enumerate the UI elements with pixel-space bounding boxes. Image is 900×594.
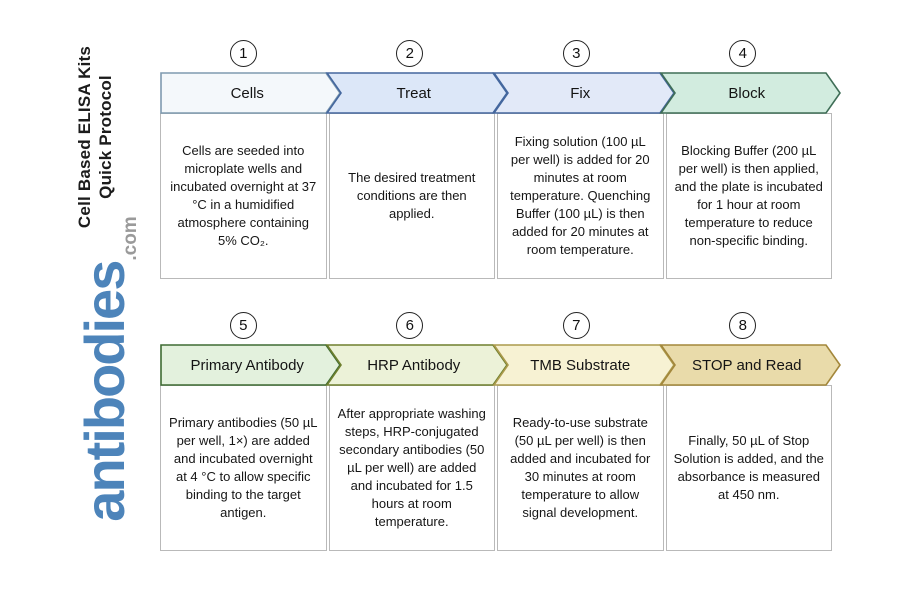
step-number-cell: 8 [660,312,827,340]
step-8-label: STOP and Read [691,356,802,374]
step-number-cell: 3 [493,40,660,68]
step-5-description: Primary antibodies (50 µL per well, 1×) … [160,385,327,551]
step-2-number-circle: 2 [396,40,424,67]
step-5-number-circle: 5 [229,312,257,339]
step-1-label: Cells [230,84,264,102]
step-4-number-circle: 4 [729,40,757,67]
step-4-label: Block [728,84,766,102]
step-6-description: After appropriate washing steps, HRP-con… [328,385,495,551]
step-number-cell: 1 [160,40,327,68]
arrow-band-1: Cells Treat Fix Block [160,72,842,114]
step-1-description: Cells are seeded into microplate wells a… [160,113,327,279]
step-2-description: The desired treatment conditions are the… [328,113,495,279]
step-number-cell: 2 [327,40,494,68]
chevron-arrows-row1-graphic [160,72,841,114]
step-2-label: Treat [396,84,431,102]
brand-logo: antibodies .com [45,216,141,522]
step-7-number-circle: 7 [562,312,590,339]
step-6-label: HRP Antibody [367,356,461,374]
step-number-row-1: 1 2 3 4 [160,40,842,68]
brand-logo-suffix: .com [120,216,141,261]
arrow-labels-row1: Cells Treat Fix Block [160,73,842,113]
step-number-cell: 7 [493,312,660,340]
step-3-label: Fix [570,84,591,102]
brand-logo-text: antibodies [73,261,136,522]
step-number-cell: 4 [660,40,827,68]
step-6-number-circle: 6 [396,312,424,339]
chevron-arrows-row2-graphic [160,344,841,386]
step-3-number-circle: 3 [562,40,590,67]
step-5-label: Primary Antibody [190,356,304,374]
description-row-2: Primary antibodies (50 µL per well, 1×) … [160,385,842,551]
step-number-cell: 5 [160,312,327,340]
protocol-row-1: 1 2 3 4 Cells Treat Fix [160,40,842,279]
step-8-number-circle: 8 [729,312,757,339]
step-4-description: Blocking Buffer (200 µL per well) is the… [665,113,832,279]
step-7-label: TMB Substrate [530,356,631,374]
arrow-labels-row2: Primary Antibody HRP Antibody TMB Substr… [160,345,842,385]
step-number-row-2: 5 6 7 8 [160,312,842,340]
protocol-row-2: 5 6 7 8 Primary Antibody HRP Antibody [160,312,842,551]
step-number-cell: 6 [327,312,494,340]
arrow-band-2: Primary Antibody HRP Antibody TMB Substr… [160,344,842,386]
step-1-number-circle: 1 [229,40,257,67]
step-7-description: Ready-to-use substrate (50 µL per well) … [497,385,664,551]
description-row-1: Cells are seeded into microplate wells a… [160,113,842,279]
step-8-description: Finally, 50 µL of Stop Solution is added… [665,385,832,551]
protocol-steps-area: 1 2 3 4 Cells Treat Fix [160,40,842,551]
step-3-description: Fixing solution (100 µL per well) is add… [497,113,664,279]
